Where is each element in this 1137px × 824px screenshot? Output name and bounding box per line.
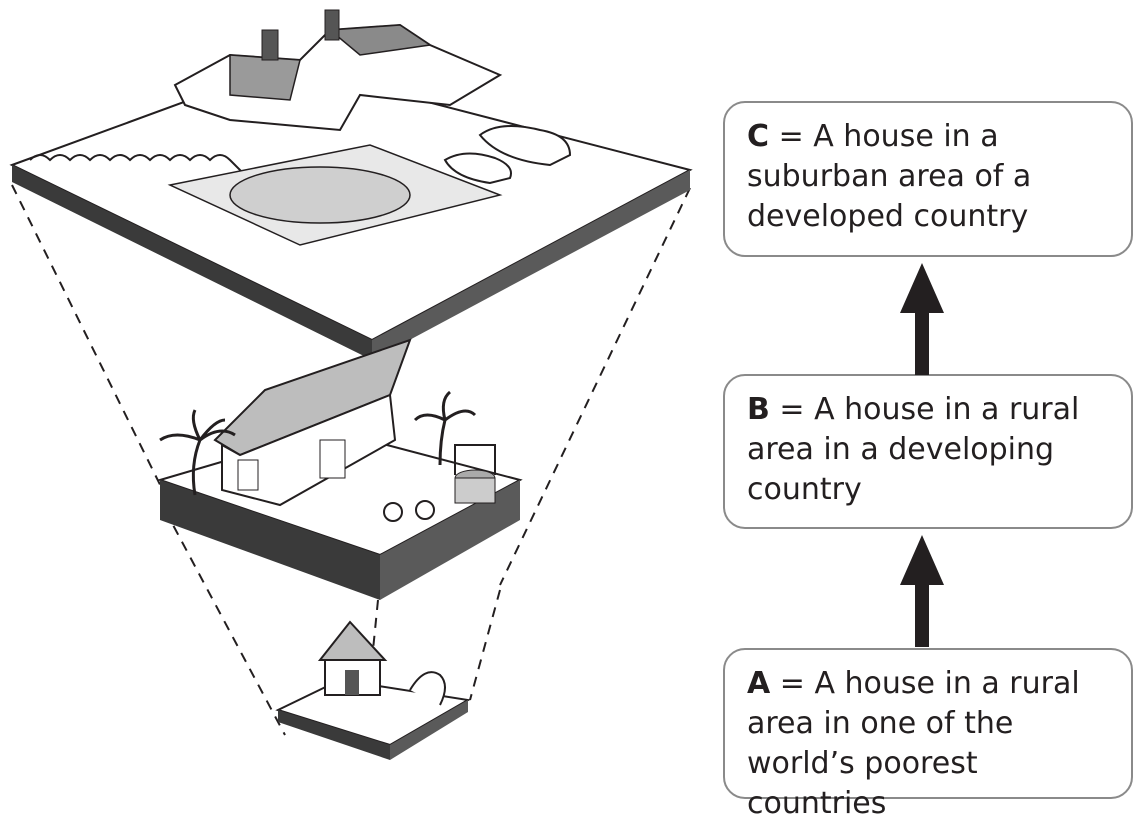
label-text-b: A house in a rural area in a developing … xyxy=(747,392,1080,507)
up-arrow-icon xyxy=(900,263,944,375)
label-letter-b: B xyxy=(747,392,770,427)
label-box-b: B = A house in a rural area in a develop… xyxy=(723,374,1133,529)
label-box-a: A = A house in a rural area in one of th… xyxy=(723,648,1133,821)
suburban-house-scene xyxy=(9,9,693,360)
rural-house-scene xyxy=(156,338,523,600)
label-equals-a: = xyxy=(770,666,815,701)
label-box-c: C = A house in a suburban area of a deve… xyxy=(723,101,1133,257)
label-letter-c: C xyxy=(747,119,770,154)
label-text-c: A house in a suburban area of a develope… xyxy=(747,119,1032,234)
up-arrow-icon xyxy=(900,535,944,647)
hut-scene xyxy=(275,620,471,760)
label-equals-b: = xyxy=(769,392,815,427)
label-letter-a: A xyxy=(747,666,771,701)
label-equals-c: = xyxy=(769,119,814,154)
illustration xyxy=(9,9,693,760)
